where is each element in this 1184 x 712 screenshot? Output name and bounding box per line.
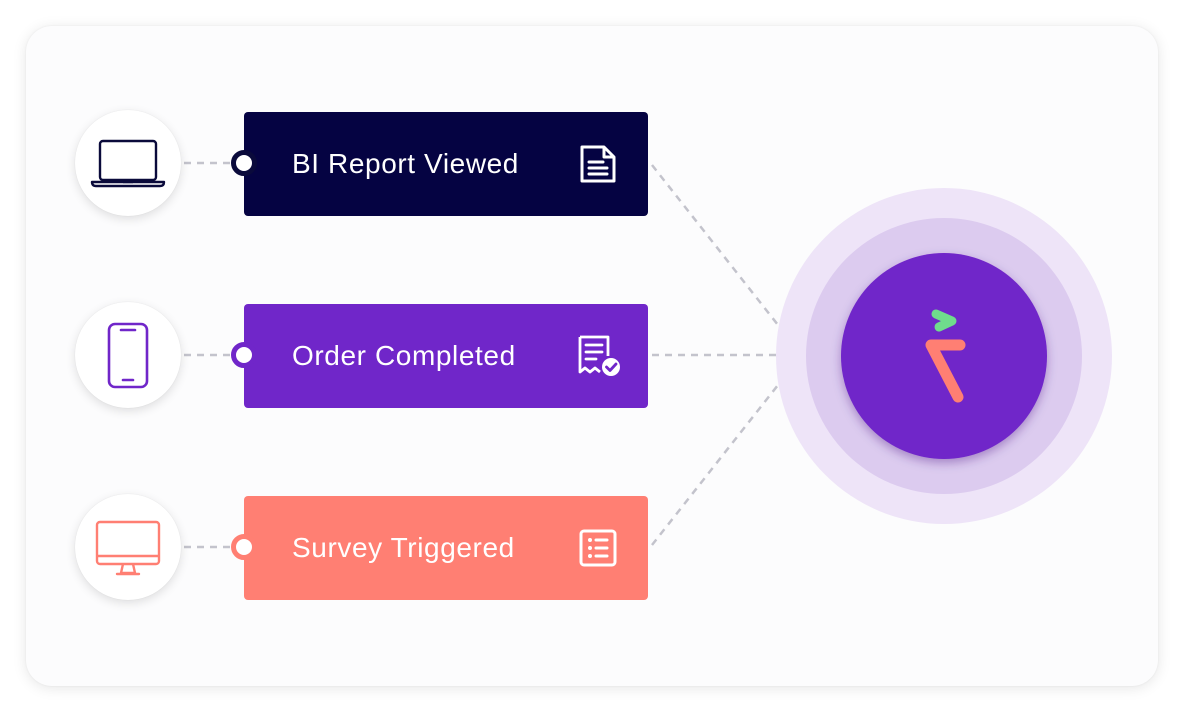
device-laptop <box>75 110 181 216</box>
document-icon <box>580 145 616 183</box>
connector-node-2 <box>231 342 257 368</box>
connector-event-1-hub <box>651 164 779 326</box>
receipt-check-icon <box>578 335 620 376</box>
event-order-completed: Order Completed <box>244 304 648 408</box>
device-desktop <box>75 494 181 600</box>
brand-logo-icon <box>925 309 966 403</box>
event-bi-report-viewed: BI Report Viewed <box>244 112 648 216</box>
smartphone-icon <box>107 322 149 389</box>
event-label: Survey Triggered <box>292 532 515 563</box>
hub-core <box>841 253 1047 459</box>
event-label: Order Completed <box>292 340 516 371</box>
connector-node-3 <box>231 534 257 560</box>
hub <box>776 188 1112 524</box>
device-smartphone <box>75 302 181 408</box>
event-survey-triggered: Survey Triggered <box>244 496 648 600</box>
list-icon <box>579 529 617 567</box>
event-label: BI Report Viewed <box>292 148 519 179</box>
connector-node-1 <box>231 150 257 176</box>
connector-event-3-hub <box>651 384 779 546</box>
desktop-monitor-icon <box>95 520 161 576</box>
laptop-icon <box>90 139 166 188</box>
